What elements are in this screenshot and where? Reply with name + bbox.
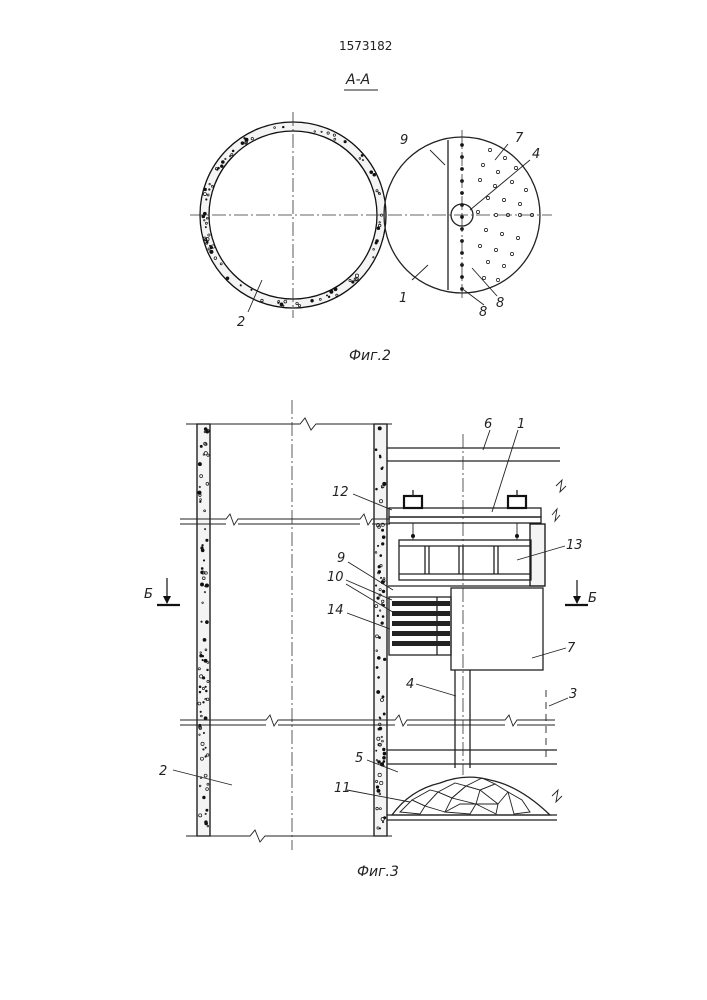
fig3-chimney-left-wall [197,424,210,836]
fig3-label-4: 4 [406,677,414,692]
fig3-rubble-pile [392,777,550,815]
fig3-section-marker-right: Б [565,580,597,606]
fig3-label-9: 9 [337,551,345,566]
fig3-caption: Фиг.3 [357,864,399,880]
fig2-caption: Фиг.2 [349,348,391,364]
fig3-upper-beam [387,448,566,492]
fig3-grating [389,597,451,655]
fig3-label-7: 7 [567,641,576,656]
fig3-label-6: 6 [484,417,492,432]
fig2-label-4: 4 [532,147,540,162]
section-title: А-А [345,72,370,88]
fig3-section-letter-right: Б [588,591,597,606]
fig3-lower-slab [180,715,555,726]
fig2-label-8b: 8 [496,296,504,311]
fig3-label-1: 1 [517,417,525,432]
fig3-label-11: 11 [334,781,351,796]
fig3-lower-beam [387,750,562,820]
fig3-label-3: 3 [569,687,577,702]
fig2-label-1: 1 [399,291,407,306]
fig2-label-2: 2 [237,315,245,330]
fig3-upper-slab [180,514,390,525]
fig2-label-9: 9 [400,133,408,148]
fig2-chimney-ring [200,122,386,308]
fig3-label-2: 2 [159,764,167,779]
fig3-wall-aggregate [198,427,543,829]
fig2-label-8a: 8 [479,305,487,320]
fig3-label-5: 5 [355,751,363,766]
fig3-label-10: 10 [327,570,344,585]
fig3-figure: Б Б 6 1 12 13 9 10 14 7 4 3 2 [144,400,597,880]
patent-number: 1573182 [339,39,392,53]
fig3-pipe [455,670,470,768]
fig2-figure: 9 7 4 2 1 8 8 Фиг.2 [190,112,552,364]
fig3-section-marker-left: Б [144,578,180,605]
fig3-box [451,588,543,670]
fig3-label-12: 12 [332,485,349,500]
fig2-label-7: 7 [515,131,524,146]
fig3-label-14: 14 [327,603,344,618]
fig3-label-13: 13 [566,538,583,553]
fig3-frame [388,540,545,586]
fig3-section-letter-left: Б [144,587,153,602]
